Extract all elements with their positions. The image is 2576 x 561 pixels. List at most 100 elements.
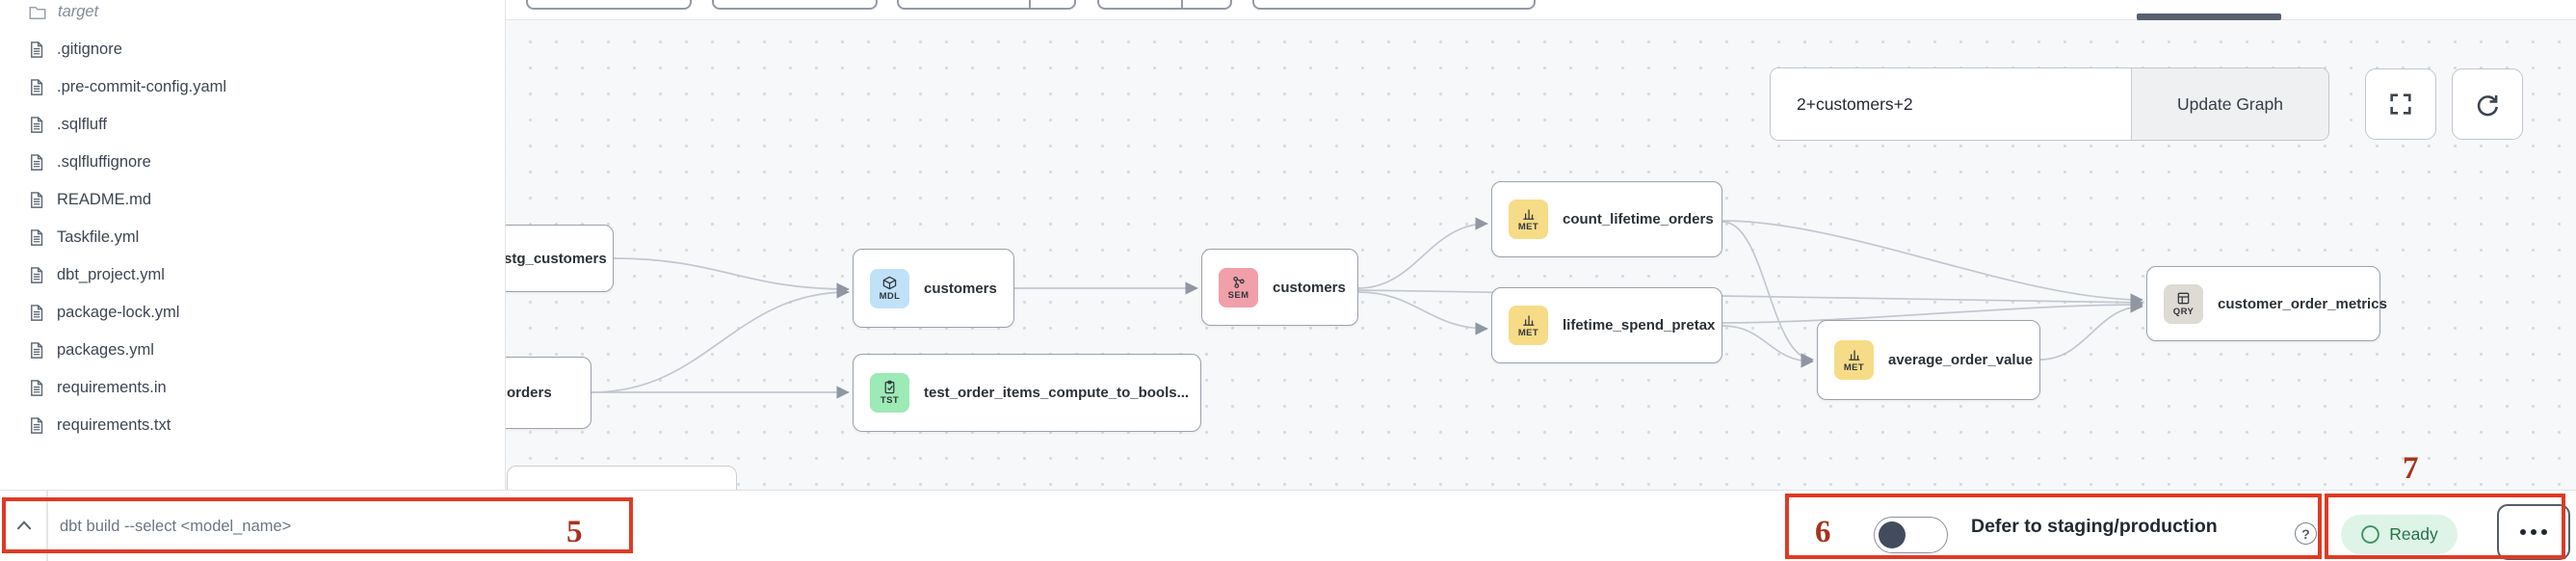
dbt-command-input[interactable]: [60, 502, 599, 550]
graph-selector-input[interactable]: [1771, 68, 2131, 140]
graph-node-lifetime_spend_pretax[interactable]: MET lifetime_spend_pretax: [1491, 287, 1722, 363]
toolbar-chip[interactable]: [1097, 0, 1232, 10]
sem-badge: SEM: [1219, 267, 1258, 307]
fullscreen-icon: [2390, 94, 2411, 115]
badge-label: MET: [1517, 222, 1539, 232]
refresh-button[interactable]: [2452, 68, 2523, 140]
status-label: Ready: [2389, 524, 2438, 544]
file-icon: [31, 79, 43, 95]
defer-toggle[interactable]: [1874, 517, 1948, 553]
graph-node-test_order_items[interactable]: TST test_order_items_compute_to_bools...: [853, 354, 1201, 432]
file-name: package-lock.yml: [57, 304, 180, 321]
graph-node-orders[interactable]: orders: [506, 357, 591, 429]
file-item[interactable]: packages.yml: [0, 332, 505, 369]
file-name: requirements.txt: [57, 416, 171, 434]
badge-label: QRY: [2172, 306, 2195, 317]
update-graph-button[interactable]: Update Graph: [2131, 68, 2328, 140]
mdl-badge: MDL: [870, 268, 909, 308]
folder-name: target: [58, 3, 99, 20]
chip-divider: [1181, 0, 1183, 8]
met-badge-icon: [1849, 350, 1860, 361]
expand-panel-button[interactable]: [6, 504, 42, 547]
file-item[interactable]: README.md: [0, 181, 505, 219]
files-mount: .gitignore .pre-commit-config.yaml .sqlf…: [0, 31, 505, 444]
file-item[interactable]: .pre-commit-config.yaml: [0, 68, 505, 106]
file-name: .gitignore: [57, 40, 122, 58]
graph-toolbar: [506, 0, 2576, 20]
qry-badge-icon: [2177, 292, 2190, 304]
file-list: target .gitignore .pre-commit-config.yam…: [0, 0, 505, 444]
file-item[interactable]: .sqlfluffignore: [0, 144, 505, 181]
fullscreen-button[interactable]: [2365, 68, 2436, 140]
node-label: test_order_items_compute_to_bools...: [924, 385, 1190, 401]
file-item[interactable]: requirements.txt: [0, 407, 505, 444]
more-options-button[interactable]: [2497, 504, 2570, 560]
file-item[interactable]: .gitignore: [0, 31, 505, 68]
node-label: average_order_value: [1888, 352, 2034, 368]
refresh-icon: [2477, 94, 2498, 117]
graph-node-stg_customers[interactable]: stg_customers: [506, 225, 614, 292]
chevron-up-icon: [16, 521, 32, 530]
file-name: packages.yml: [57, 341, 154, 359]
file-icon: [31, 417, 43, 434]
chip-divider: [1029, 0, 1031, 8]
file-icon: [31, 229, 43, 246]
file-icon: [31, 342, 43, 359]
file-name: dbt_project.yml: [57, 266, 165, 283]
badge-label: MDL: [879, 290, 901, 302]
node-label: orders: [507, 385, 552, 401]
status-circle-icon: [2361, 525, 2380, 544]
toolbar-chip[interactable]: [897, 0, 1076, 10]
node-label: customer_order_metrics: [2218, 295, 2387, 312]
sem-badge-icon: [1233, 276, 1245, 288]
met-badge: MET: [1509, 306, 1548, 345]
dot-icon: [2541, 529, 2547, 535]
help-icon[interactable]: ?: [2295, 522, 2317, 545]
badge-label: TST: [880, 395, 900, 406]
badge-label: MET: [1517, 328, 1539, 338]
file-icon: [31, 117, 43, 133]
badge-label: MET: [1843, 362, 1865, 373]
file-explorer-sidebar: target .gitignore .pre-commit-config.yam…: [0, 0, 506, 490]
tst-badge-icon: [884, 380, 895, 394]
statusbar-divider: [46, 491, 48, 561]
file-icon: [31, 380, 43, 396]
graph-node-average_order_value[interactable]: MET average_order_value: [1817, 320, 2040, 400]
file-name: .sqlfluffignore: [57, 153, 151, 171]
file-name: .sqlfluff: [57, 116, 107, 133]
file-name: Taskfile.yml: [57, 228, 140, 246]
dot-icon: [2520, 529, 2526, 535]
file-item[interactable]: requirements.in: [0, 369, 505, 407]
qry-badge: QRY: [2164, 283, 2203, 324]
defer-label: Defer to staging/production: [1971, 515, 2218, 537]
command-statusbar: Defer to staging/production ? Ready: [0, 490, 2576, 561]
toolbar-chip[interactable]: [712, 0, 878, 10]
node-label: lifetime_spend_pretax: [1563, 317, 1716, 334]
toolbar-chip[interactable]: [526, 0, 692, 10]
file-item[interactable]: Taskfile.yml: [0, 219, 505, 256]
met-badge: MET: [1509, 200, 1548, 239]
file-item[interactable]: package-lock.yml: [0, 294, 505, 332]
node-label: stg_customers: [506, 250, 607, 267]
folder-item-target[interactable]: target: [0, 0, 505, 31]
graph-node-customer_order_metrics[interactable]: QRY customer_order_metrics: [2146, 266, 2387, 341]
file-icon: [31, 154, 43, 171]
help-glyph: ?: [2301, 525, 2310, 542]
met-badge-icon: [1523, 315, 1535, 326]
met-badge: MET: [1834, 340, 1874, 380]
graph-selector-combo: Update Graph: [1770, 67, 2329, 141]
node-label: customers: [1273, 279, 1346, 296]
toolbar-chip[interactable]: [1252, 0, 1536, 10]
active-tab-underline: [2137, 13, 2281, 20]
status-badge-ready[interactable]: Ready: [2341, 515, 2458, 554]
file-item[interactable]: .sqlfluff: [0, 106, 505, 144]
file-icon: [31, 192, 43, 208]
badge-label: SEM: [1227, 289, 1249, 301]
graph-node-customers_sem[interactable]: SEM customers: [1201, 249, 1358, 326]
file-icon: [31, 41, 43, 58]
file-item[interactable]: dbt_project.yml: [0, 256, 505, 294]
